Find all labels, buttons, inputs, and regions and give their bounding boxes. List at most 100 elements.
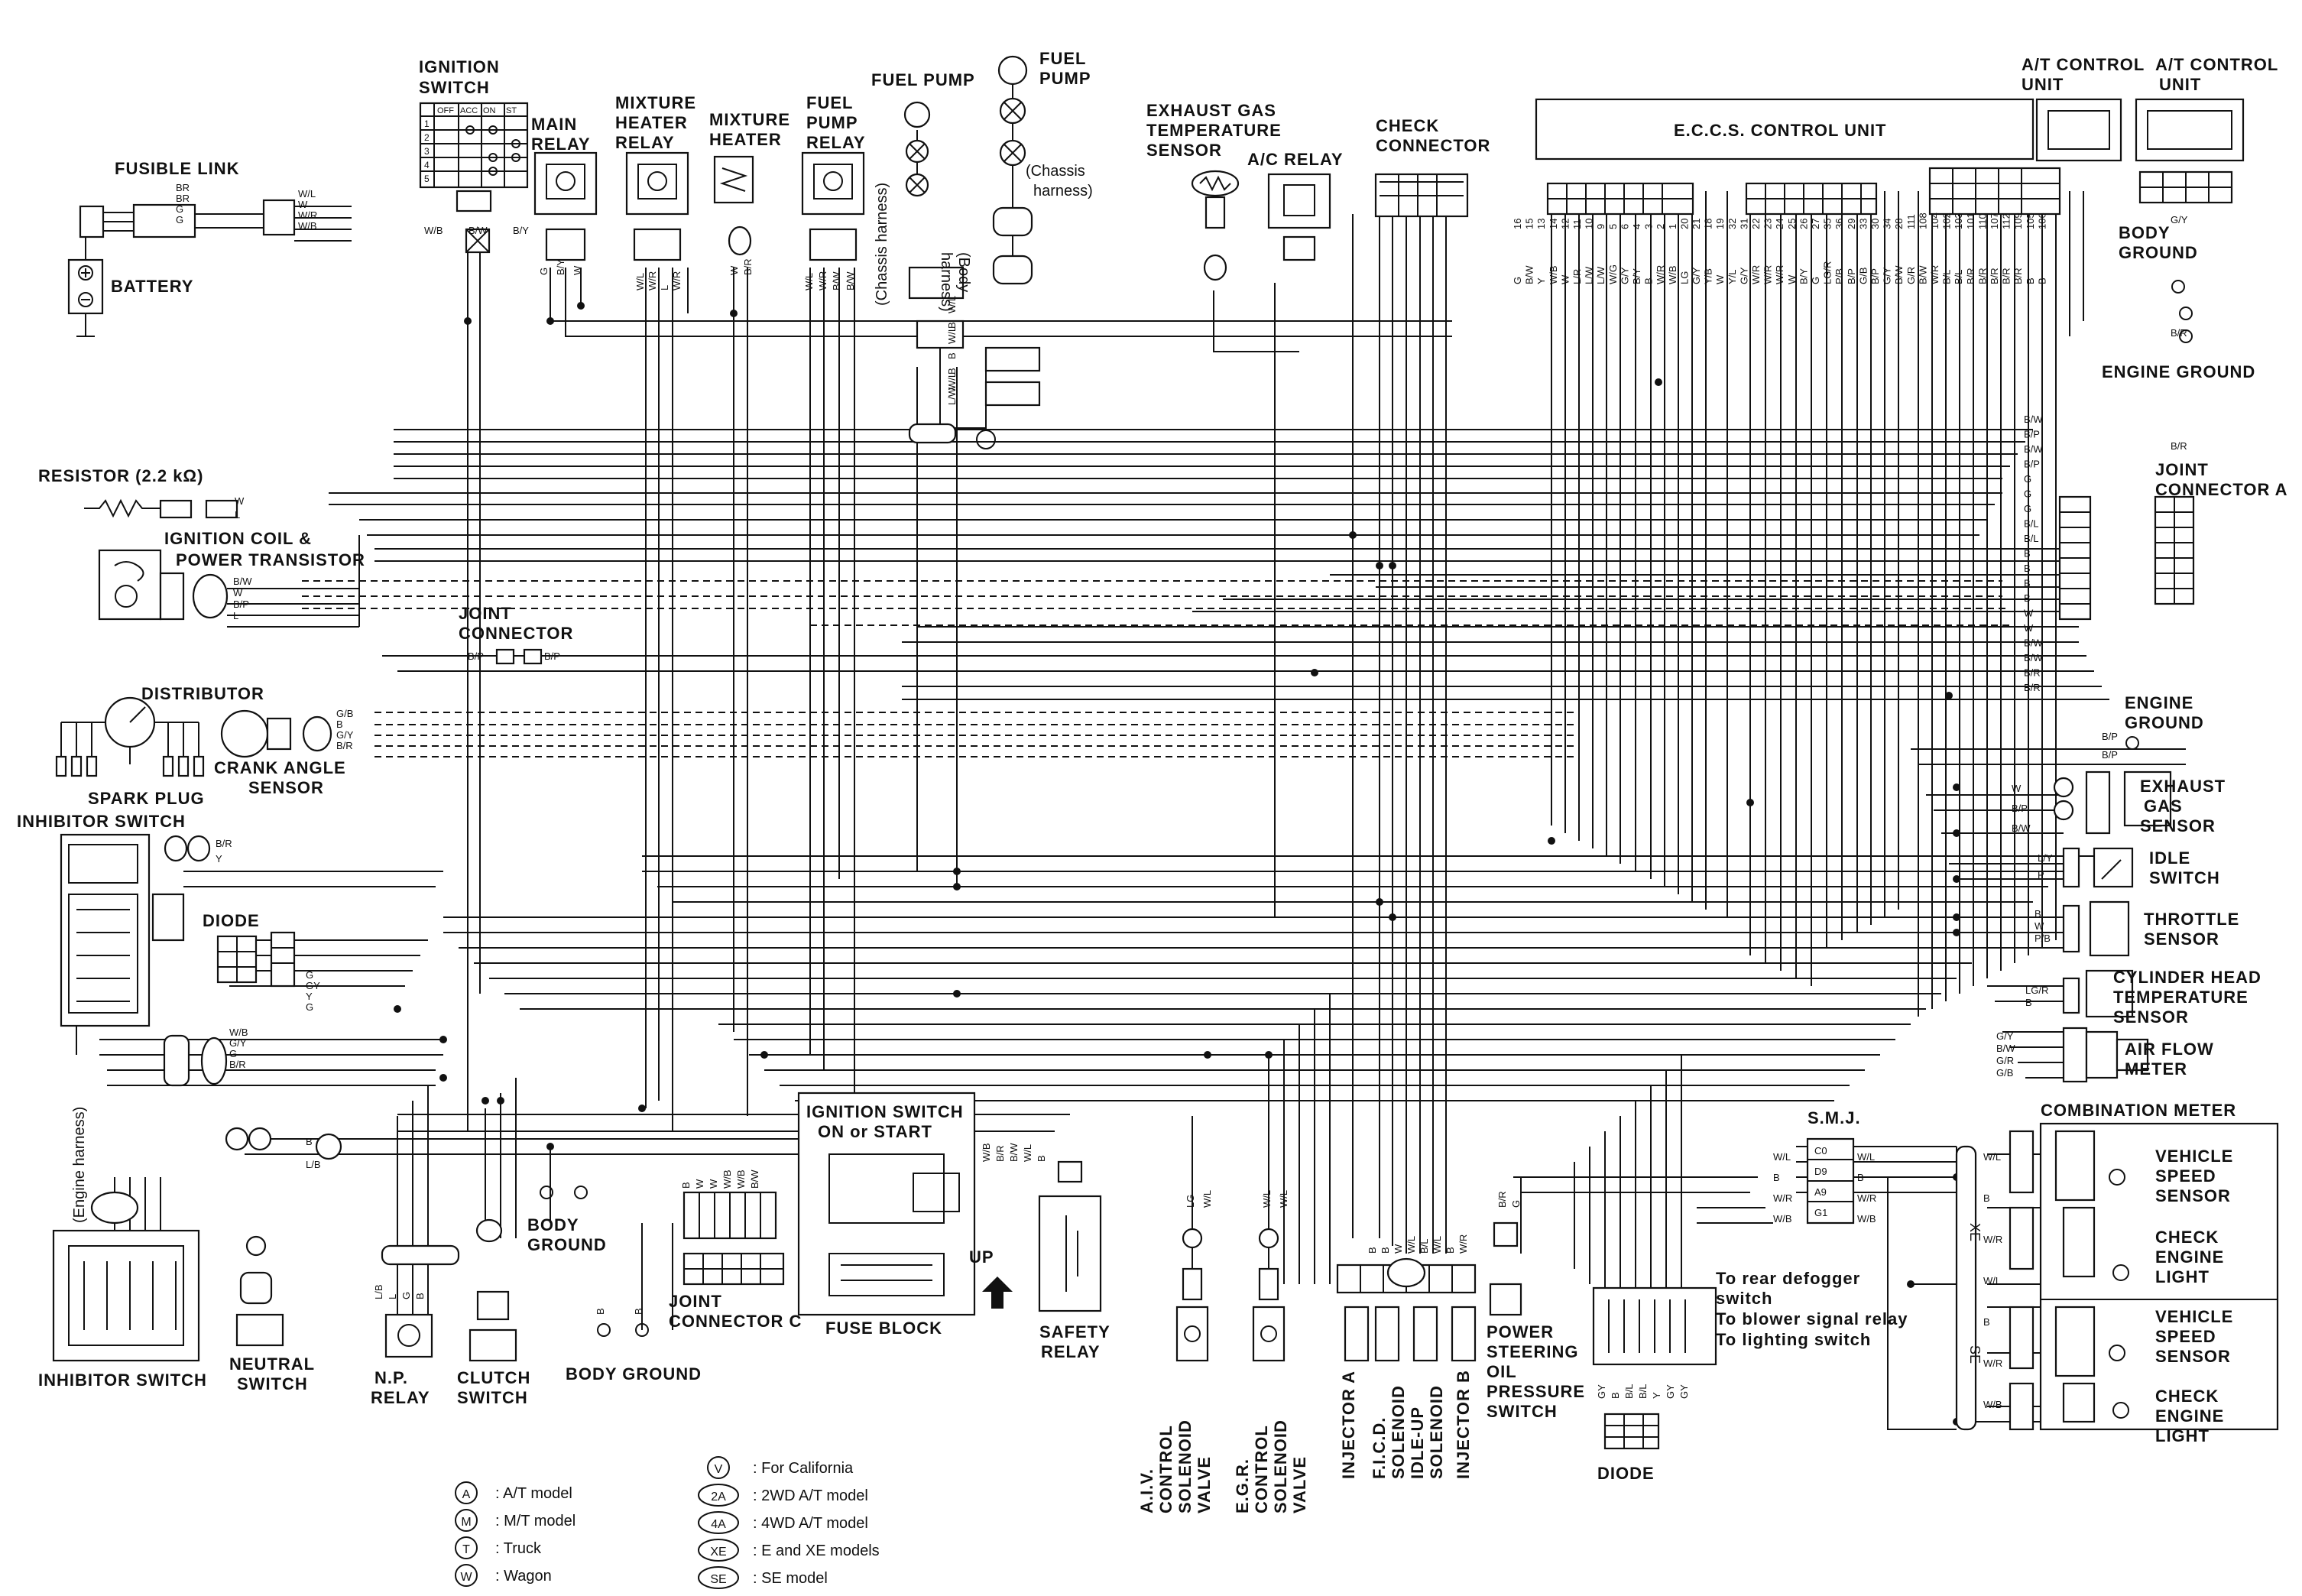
- joint-a-wire-label: B/L: [2024, 533, 2039, 544]
- inhibitor-switch-bottom-symbol: [52, 1229, 200, 1362]
- joint-a-wire-label: G: [2024, 503, 2031, 514]
- egr-valve-label-3: SOLENOID: [1271, 1419, 1290, 1513]
- legend-text: : Wagon: [495, 1568, 552, 1585]
- ecu-pin-number: 28: [1893, 219, 1905, 229]
- ecu-wire: 13Y: [1535, 219, 1547, 284]
- fuel-pump-chassis-symbol: [903, 101, 965, 444]
- joint-wire-label: B/P: [544, 650, 560, 662]
- safety-wire-label: W/L: [1022, 1144, 1033, 1162]
- ecu-pin-number: 9: [1595, 224, 1607, 229]
- ecu-wire: 15B/W: [1524, 219, 1535, 284]
- exhaust-wire-label: W: [2012, 783, 2022, 794]
- ecu-wire: 28B/W: [1893, 219, 1905, 284]
- ecu-wire-color: L/W: [1595, 266, 1607, 284]
- joint-a-wire-label: B/P: [2024, 429, 2040, 440]
- injector-wire-label: W/L: [1406, 1236, 1417, 1254]
- clutch-switch-symbol: [315, 1133, 517, 1362]
- main-relay-wire-label: W: [572, 265, 583, 275]
- fuel-pump-wire-label: L/W: [946, 387, 958, 405]
- ecu-wire-color: G/Y: [1882, 267, 1893, 284]
- at-control-unit-1-label-1: A/T CONTROL: [2022, 55, 2145, 74]
- inhibitor-wire-label: Y: [216, 853, 222, 864]
- ecu-wire-color: W: [1786, 274, 1798, 284]
- check-engine-2-label-2: ENGINE: [2155, 1406, 2224, 1426]
- egr-valve-label-2: CONTROL: [1252, 1425, 1271, 1513]
- joint-connector-label-1: JOINT: [459, 604, 512, 623]
- inhibitor-switch-top-symbol: [60, 833, 211, 1027]
- ignition-coil-label-1: IGNITION COIL &: [164, 529, 312, 548]
- comb-meter-wire-label: W/B: [1983, 1399, 2002, 1410]
- smj-pin-label: D9: [1814, 1166, 1827, 1177]
- ignition-switch-on-label-1: IGNITION SWITCH: [806, 1102, 964, 1121]
- diode-wire-label: B/L: [1623, 1384, 1635, 1399]
- diode-left-label: DIODE: [203, 911, 260, 930]
- ecu-wire: 32Y/L: [1726, 219, 1738, 284]
- body-ground-symbols: [540, 280, 2193, 1337]
- crank-angle-sensor-symbol: [220, 709, 332, 758]
- diode-wire-label: G: [306, 1001, 313, 1013]
- at-control-unit-2-label-1: A/T CONTROL: [2155, 55, 2278, 74]
- ecu-wire-color: B/W: [1917, 265, 1928, 284]
- blower-relay-label: To blower signal relay: [1716, 1309, 1908, 1328]
- air-flow-meter-label-2: METER: [2125, 1059, 2187, 1079]
- ecu-wire-color: W: [1559, 274, 1571, 284]
- exhaust-gas-temp-label-2: TEMPERATURE: [1146, 121, 1282, 140]
- legend-item: T: Truck: [455, 1536, 542, 1559]
- fuel-pump-wire-label: W/L: [946, 326, 958, 344]
- coil-wire-label: L: [233, 610, 238, 621]
- se-label: SE: [1967, 1345, 1983, 1364]
- legend-symbol-text: T: [462, 1543, 470, 1556]
- legend-symbol: [455, 1536, 478, 1559]
- comb-meter-wire-label: B: [1983, 1316, 1990, 1328]
- legend-item: W: Wagon: [455, 1564, 552, 1587]
- idle-wire-label: P: [2038, 869, 2044, 881]
- ecu-pin-number: 1: [1667, 224, 1678, 229]
- vehicle-speed-1-label-2: SPEED: [2155, 1166, 2216, 1186]
- crank-angle-sensor-label-2: SENSOR: [248, 778, 324, 797]
- ecu-wire: 3B: [1643, 224, 1655, 284]
- legend-symbol: [707, 1456, 730, 1479]
- ecu-pin-number: 26: [1798, 219, 1809, 229]
- spark-plug-label: SPARK PLUG: [88, 789, 205, 808]
- ps-switch-label-2: STEERING: [1487, 1342, 1578, 1361]
- ignition-switch-col: ON: [483, 106, 496, 115]
- comb-meter-wire-label: W/L: [1983, 1151, 2001, 1163]
- wagon-marker: [976, 430, 996, 449]
- ecu-pin-number: 24: [1774, 219, 1785, 229]
- fuel-pump-wire-label: W/L: [946, 372, 958, 390]
- idle-up-label-2: SOLENOID: [1427, 1385, 1446, 1479]
- distributor-label: DISTRIBUTOR: [141, 684, 264, 703]
- ignition-wire-label: W/B: [424, 225, 443, 236]
- ecu-wire: 18Y/B: [1703, 219, 1714, 284]
- ecu-wire-color: B: [2025, 277, 2036, 284]
- ecu-pin-number: 111: [1905, 214, 1917, 229]
- ecu-pin-number: 19: [1714, 219, 1726, 229]
- body-ground-bottom-label: BODY GROUND: [566, 1364, 702, 1384]
- egr-valve-label-4: VALVE: [1290, 1456, 1309, 1513]
- exhaust-gas-sensor-label-1: EXHAUST: [2140, 777, 2226, 796]
- check-engine-2-label-3: LIGHT: [2155, 1426, 2210, 1445]
- air-flow-meter-label-1: AIR FLOW: [2125, 1040, 2214, 1059]
- legend-item: SE: SE model: [698, 1566, 828, 1589]
- joint-connector-a-label-1: JOINT: [2155, 460, 2209, 479]
- ecu-wire: 23W/R: [1762, 219, 1774, 284]
- exhaust-wire-label: B/W: [2012, 822, 2031, 834]
- ecu-pin-number: 31: [1738, 219, 1749, 229]
- engine-ground-top-label: ENGINE GROUND: [2102, 362, 2255, 381]
- aiv-valve-label-3: SOLENOID: [1175, 1419, 1195, 1513]
- main-relay-wire-label: G: [538, 268, 550, 275]
- chassis-harness-2-label-1: (Chassis: [1026, 163, 1085, 180]
- ecu-pin-number: 25: [1786, 219, 1798, 229]
- np-wire-label: B: [414, 1293, 426, 1299]
- ficd-label-1: F.I.C.D.: [1370, 1417, 1389, 1479]
- ecu-wire-color: P/B: [1833, 268, 1845, 284]
- ficd-label-2: SOLENOID: [1389, 1385, 1408, 1479]
- engine-ground-right-label-2: GROUND: [2125, 713, 2204, 732]
- fusible-out-wire-label: W/R: [298, 209, 317, 221]
- egr-valve-label-1: E.G.R.: [1233, 1458, 1252, 1513]
- joint-connector-c-label-1: JOINT: [669, 1292, 722, 1311]
- spark-plug-symbols: [55, 755, 205, 777]
